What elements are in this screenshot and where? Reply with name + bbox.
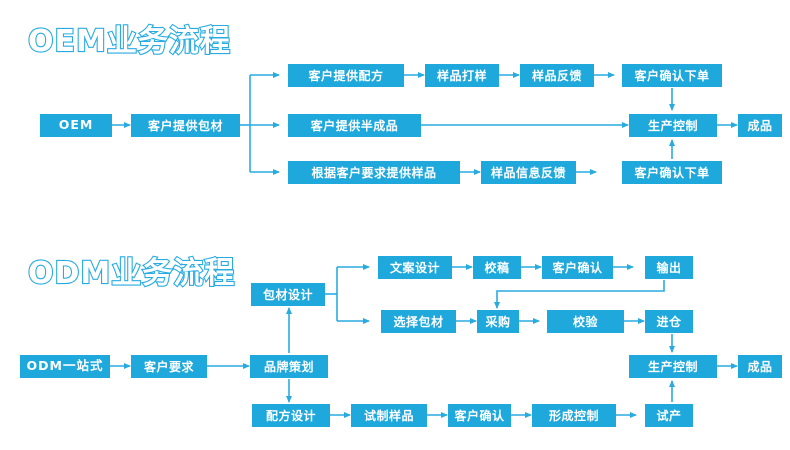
node-oem-production-control[interactable]: 生产控制 bbox=[629, 114, 717, 137]
node-odm-start[interactable]: ODM一站式 bbox=[20, 355, 110, 378]
node-odm-trial-sample[interactable]: 试制样品 bbox=[351, 404, 427, 427]
node-odm-customer-confirm-top[interactable]: 客户确认 bbox=[542, 256, 613, 279]
node-odm-brand-planning[interactable]: 品牌策划 bbox=[250, 355, 328, 378]
node-odm-inspection[interactable]: 校验 bbox=[547, 310, 624, 333]
node-odm-select-package[interactable]: 选择包材 bbox=[381, 310, 456, 333]
node-oem-customer-formula[interactable]: 客户提供配方 bbox=[288, 64, 404, 87]
odm-section-title: ODM业务流程 bbox=[27, 255, 236, 292]
node-oem-sample-info-feedback[interactable]: 样品信息反馈 bbox=[481, 161, 576, 184]
node-odm-purchase[interactable]: 采购 bbox=[477, 310, 519, 333]
node-odm-form-control[interactable]: 形成控制 bbox=[532, 404, 616, 427]
node-odm-copy-design[interactable]: 文案设计 bbox=[378, 256, 452, 279]
node-odm-trial-production[interactable]: 试产 bbox=[645, 404, 693, 427]
node-odm-proofreading[interactable]: 校稿 bbox=[473, 256, 521, 279]
node-oem-customer-confirm-order-top[interactable]: 客户确认下单 bbox=[622, 64, 722, 87]
node-oem-customer-packaging[interactable]: 客户提供包材 bbox=[131, 114, 240, 137]
node-odm-customer-confirm-bottom[interactable]: 客户确认 bbox=[448, 404, 511, 427]
node-oem-sample-proofing[interactable]: 样品打样 bbox=[425, 64, 499, 87]
node-oem-custom-sample[interactable]: 根据客户要求提供样品 bbox=[288, 161, 460, 184]
node-odm-output[interactable]: 输出 bbox=[645, 256, 693, 279]
node-odm-formula-design[interactable]: 配方设计 bbox=[252, 404, 330, 427]
node-oem-finished-product[interactable]: 成品 bbox=[738, 114, 782, 137]
node-oem-sample-feedback[interactable]: 样品反馈 bbox=[520, 64, 594, 87]
oem-section-title: OEM业务流程 bbox=[27, 23, 231, 60]
node-odm-production-control[interactable]: 生产控制 bbox=[629, 355, 717, 378]
edge-output-to-purchase bbox=[494, 280, 665, 309]
node-oem-start[interactable]: OEM bbox=[40, 114, 112, 137]
node-odm-warehouse-in[interactable]: 进仓 bbox=[645, 310, 693, 333]
node-odm-package-design[interactable]: 包材设计 bbox=[251, 283, 325, 306]
node-oem-customer-confirm-order-bottom[interactable]: 客户确认下单 bbox=[622, 161, 722, 184]
node-odm-customer-requirement[interactable]: 客户要求 bbox=[131, 355, 207, 378]
node-oem-customer-semifinished[interactable]: 客户提供半成品 bbox=[288, 114, 421, 137]
node-odm-finished-product[interactable]: 成品 bbox=[738, 355, 782, 378]
